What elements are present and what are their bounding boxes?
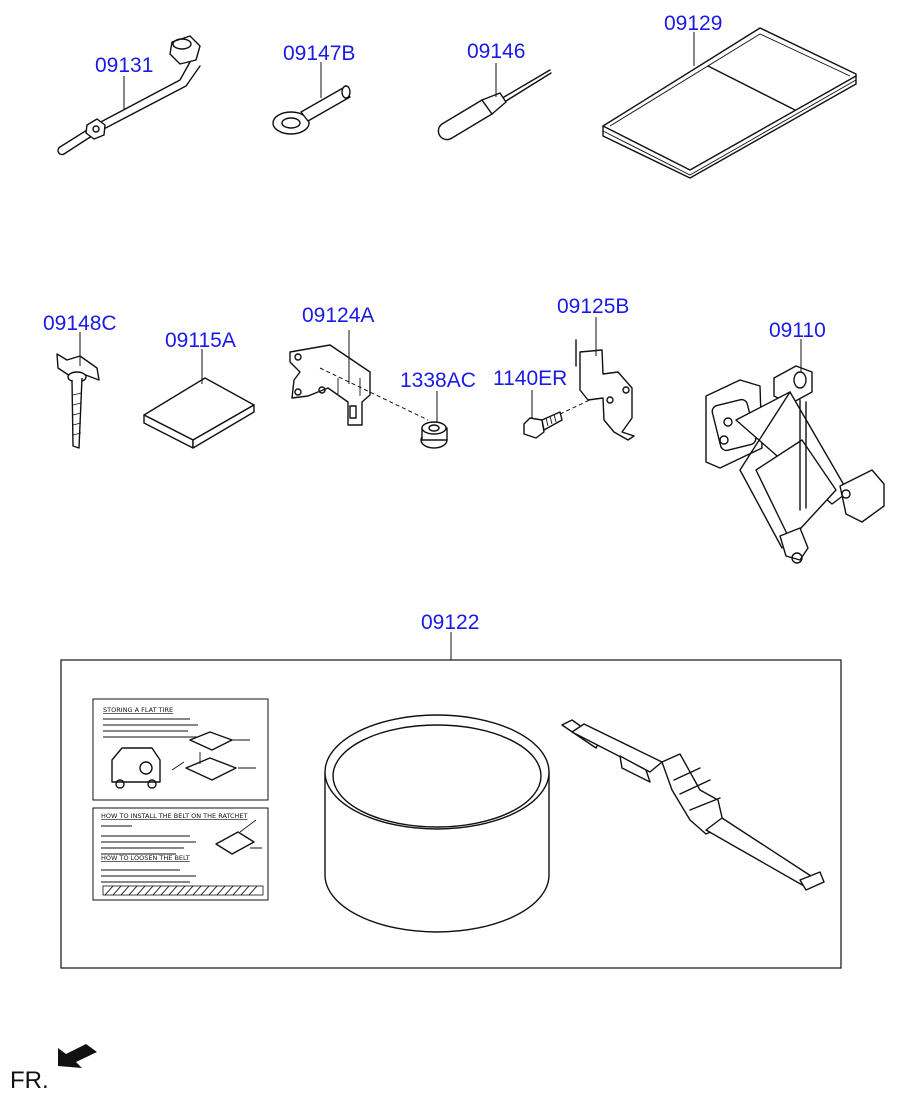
wheel-wrench-drawing <box>57 35 201 156</box>
part-label-09110[interactable]: 09110 <box>769 319 826 342</box>
tool-bag-drawing <box>602 27 857 179</box>
front-direction-indicator: FR. <box>10 1044 97 1094</box>
kit-box <box>60 659 842 969</box>
ratchet-belt-drawing <box>561 719 825 891</box>
screwdriver-drawing <box>437 69 552 141</box>
part-label-09124A[interactable]: 09124A <box>302 304 374 327</box>
wing-bolt-drawing <box>56 353 100 449</box>
install-label-title: HOW TO INSTALL THE BELT ON THE RATCHET <box>101 812 248 820</box>
part-label-09131[interactable]: 09131 <box>95 54 153 77</box>
bracket-09125B-drawing <box>575 339 635 441</box>
tire-cover-drawing <box>324 714 550 933</box>
pad-drawing <box>143 377 255 449</box>
towing-hook-drawing <box>272 85 351 135</box>
dashed-link-09124A <box>319 367 429 421</box>
jack-bracket-drawing <box>289 344 371 426</box>
part-label-09129[interactable]: 09129 <box>664 12 722 35</box>
part-label-09125B[interactable]: 09125B <box>557 295 629 318</box>
loosen-label-title: HOW TO LOOSEN THE BELT <box>101 854 190 862</box>
flange-nut-drawing <box>420 421 448 449</box>
bolt-1140ER-drawing <box>523 411 563 439</box>
front-arrow-icon <box>58 1044 97 1068</box>
belt-install-label: HOW TO INSTALL THE BELT ON THE RATCHET H… <box>92 807 269 901</box>
part-label-09115A[interactable]: 09115A <box>165 329 236 352</box>
scissor-jack-drawing <box>705 365 885 564</box>
part-label-1140ER[interactable]: 1140ER <box>493 367 567 390</box>
part-label-09147B[interactable]: 09147B <box>283 42 355 65</box>
storing-flat-tire-label: STORING A FLAT TIRE <box>92 698 269 801</box>
front-direction-label: FR. <box>10 1067 49 1094</box>
part-label-09146[interactable]: 09146 <box>467 40 525 63</box>
part-label-09122[interactable]: 09122 <box>421 611 479 634</box>
storing-label-title: STORING A FLAT TIRE <box>103 706 173 714</box>
part-label-1338AC[interactable]: 1338AC <box>400 369 476 392</box>
part-label-09148C[interactable]: 09148C <box>43 312 117 335</box>
